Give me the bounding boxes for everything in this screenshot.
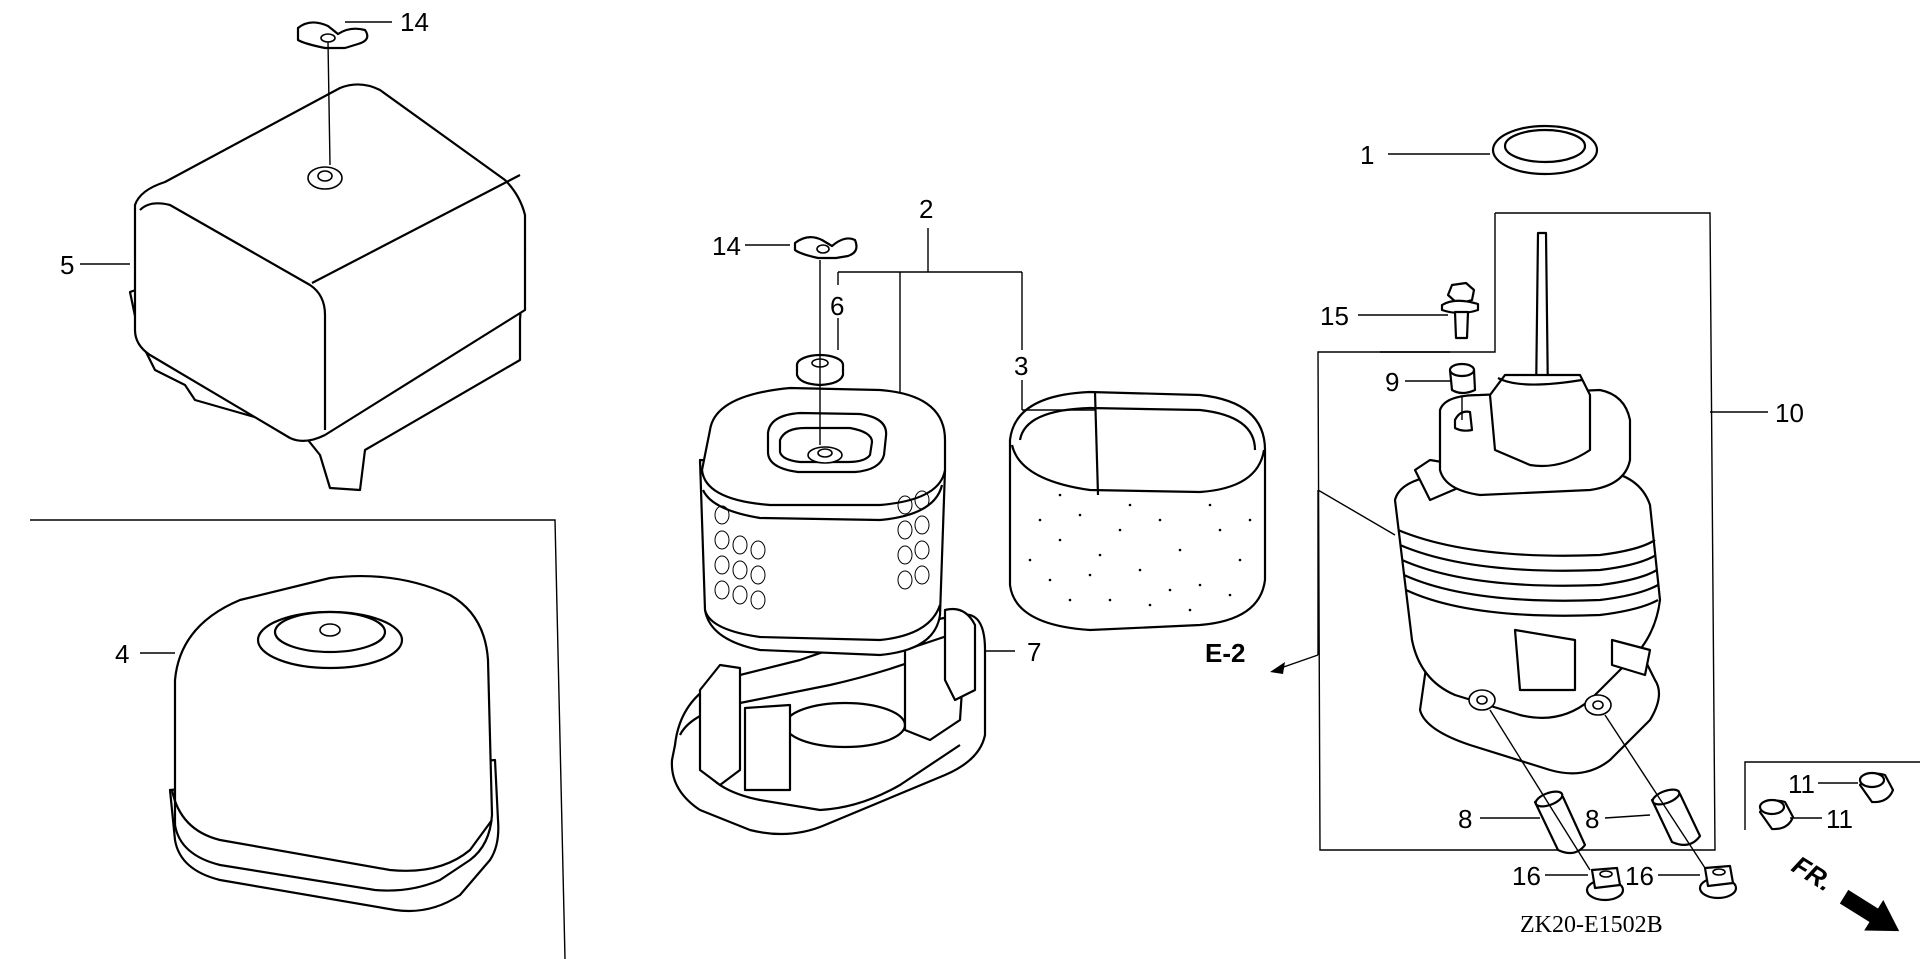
e2-arrow-icon <box>1270 662 1285 674</box>
callout-14-middle: 14 <box>712 231 741 261</box>
callout-8-right: 8 <box>1585 804 1599 834</box>
callout-5: 5 <box>60 250 74 280</box>
cap-nut-11-left <box>1758 798 1795 831</box>
callouts: 14 5 4 1 2 14 6 3 7 15 9 10 8 8 11 11 16… <box>60 7 1853 891</box>
front-direction-marker: FR. <box>1787 850 1900 932</box>
group-4-frame <box>30 519 566 959</box>
callout-8-left: 8 <box>1458 804 1472 834</box>
callout-2: 2 <box>919 194 933 224</box>
front-direction-label: FR. <box>1787 850 1838 898</box>
front-arrow-icon <box>1839 889 1900 932</box>
air-cleaner-case-7 <box>670 607 987 836</box>
air-cleaner-element-2 <box>698 386 947 657</box>
collar-8-left <box>1533 790 1587 855</box>
callout-3: 3 <box>1014 351 1028 381</box>
callout-15: 15 <box>1320 301 1349 331</box>
callout-16-right: 16 <box>1625 861 1654 891</box>
element-perforations <box>714 490 930 610</box>
gasket-1 <box>1491 124 1599 176</box>
callout-4: 4 <box>115 639 129 669</box>
group-10-frame <box>1317 212 1716 851</box>
wing-nut-14-top <box>296 21 369 50</box>
callout-7: 7 <box>1027 637 1041 667</box>
foam-element-3 <box>1008 390 1267 632</box>
cap-nut-11-right <box>1858 771 1895 804</box>
group-11-frame <box>1744 761 1920 830</box>
air-cleaner-cover-4 <box>168 574 500 913</box>
foam-texture <box>1028 493 1252 612</box>
air-cleaner-elbow-10 <box>1393 231 1662 775</box>
callout-6: 6 <box>830 291 844 321</box>
flange-nut-16-left <box>1585 866 1625 902</box>
drawing-code: ZK20-E1502B <box>1520 912 1663 938</box>
reference-e2-label: E-2 <box>1205 638 1245 668</box>
bolt-15 <box>1440 281 1480 340</box>
callout-1: 1 <box>1360 140 1374 170</box>
callout-9: 9 <box>1385 367 1399 397</box>
grommet-6 <box>795 353 845 387</box>
air-cleaner-cover-5 <box>128 83 527 492</box>
flange-nut-16-right <box>1698 864 1738 900</box>
callout-10: 10 <box>1775 398 1804 428</box>
frame-lines <box>30 212 1920 959</box>
leader-lines <box>80 21 1858 876</box>
callout-14-top: 14 <box>400 7 429 37</box>
callout-16-left: 16 <box>1512 861 1541 891</box>
callout-11-top: 11 <box>1788 769 1815 799</box>
callout-11-bottom: 11 <box>1826 804 1853 834</box>
wing-nut-14-middle <box>793 236 858 260</box>
collar-9 <box>1448 362 1477 395</box>
